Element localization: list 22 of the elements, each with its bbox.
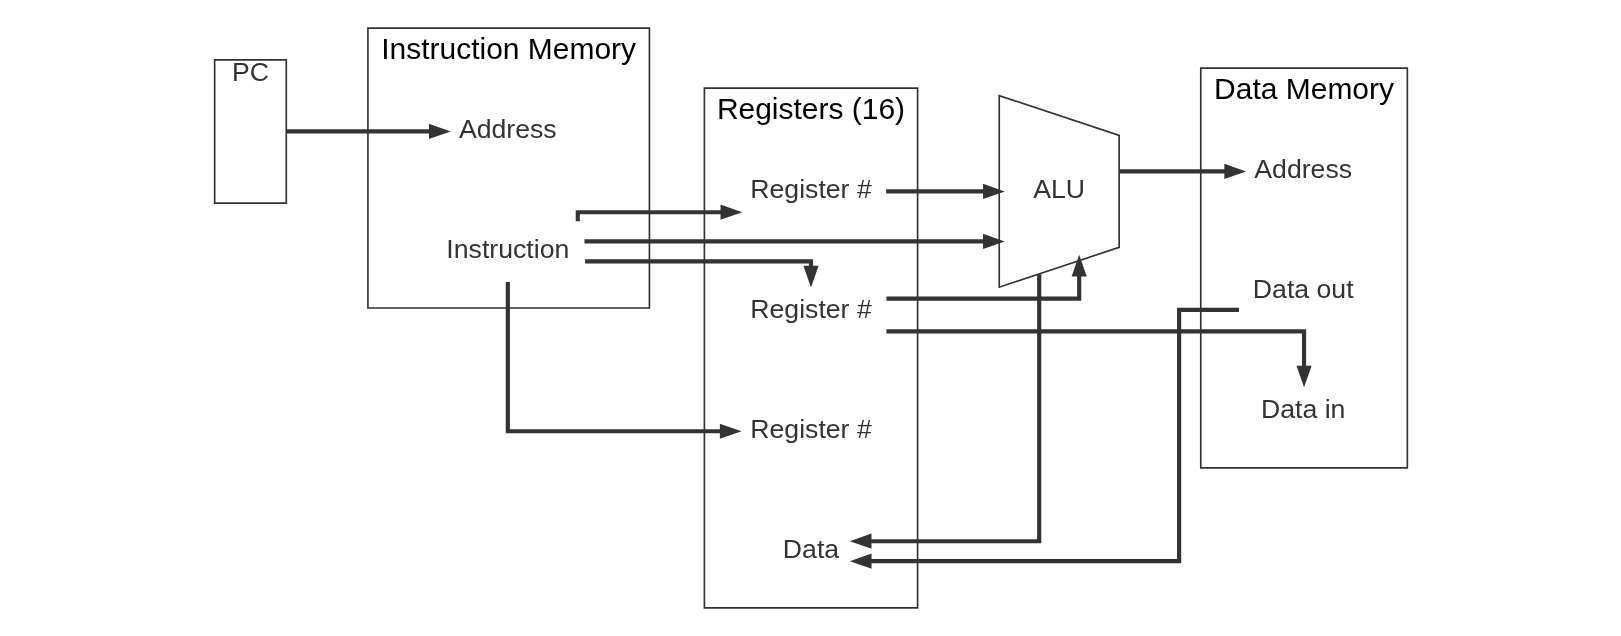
arrow (584, 259, 819, 288)
node-text: Instruction (445, 233, 569, 264)
arrow (849, 307, 1239, 569)
node-text: Data (782, 533, 839, 564)
node-text: Address (458, 113, 557, 144)
node-box: ALU (997, 94, 1120, 289)
arrow (885, 183, 1005, 199)
arrow (885, 329, 1312, 388)
arrow (584, 233, 1005, 249)
node-text: Data out (1252, 273, 1354, 304)
node-text: Data in (1260, 393, 1345, 424)
node-box: PC (213, 58, 287, 204)
arrow (849, 274, 1041, 549)
arrow (575, 204, 742, 222)
arrow (286, 123, 451, 140)
node-text: Register # (749, 293, 872, 324)
arrow (1119, 163, 1246, 179)
node-text: Register # (749, 173, 872, 204)
node-text: Register # (749, 413, 872, 444)
arrow (885, 254, 1087, 301)
arrow (505, 281, 742, 439)
node-text: Address (1253, 153, 1352, 184)
